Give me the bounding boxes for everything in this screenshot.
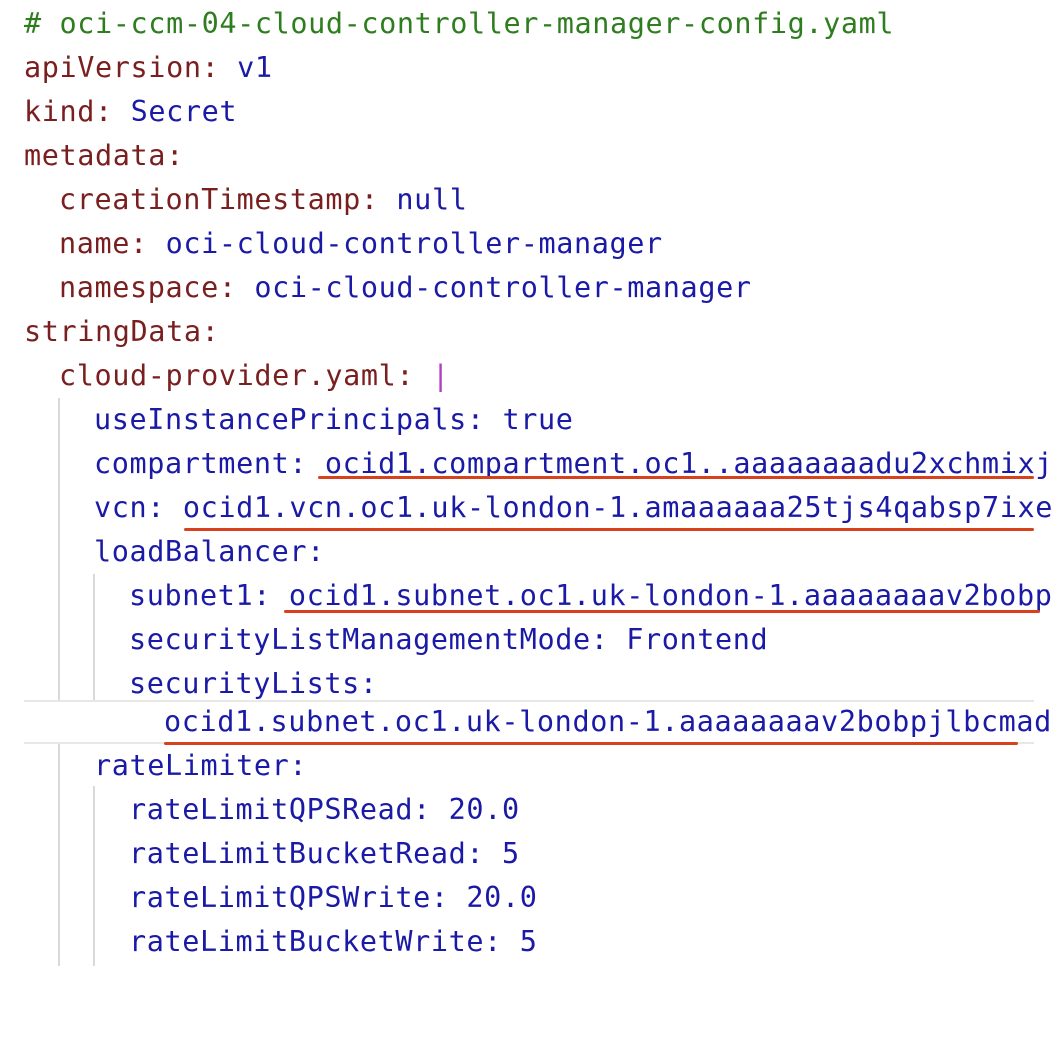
yaml-value: 20.0 (448, 793, 520, 826)
yaml-key: securityLists: (129, 667, 378, 700)
code-line[interactable]: kind: Secret (0, 90, 1064, 134)
highlight-underline (184, 528, 1034, 531)
yaml-key: stringData: (24, 315, 220, 348)
vcn-ocid-value: ocid1.vcn.oc1.uk-london-1.amaaaaaa25tjs4… (182, 491, 1053, 524)
yaml-key: rateLimitBucketRead: (129, 837, 485, 870)
yaml-key: metadata: (24, 139, 184, 172)
yaml-key: rateLimitQPSRead: (129, 793, 431, 826)
indent-guide (93, 574, 95, 706)
yaml-key: kind: (24, 95, 113, 128)
code-line[interactable]: loadBalancer: (0, 530, 1064, 574)
highlight-underline (164, 742, 1018, 745)
yaml-key: apiVersion: (24, 51, 220, 84)
yaml-value: Secret (130, 95, 238, 128)
yaml-key: vcn: (94, 491, 166, 524)
yaml-key: useInstancePrincipals: (94, 403, 485, 436)
code-line[interactable]: metadata: (0, 134, 1064, 178)
code-line[interactable]: rateLimitQPSRead: 20.0 (0, 788, 1064, 832)
highlight-underline (318, 476, 1034, 479)
code-line[interactable]: apiVersion: v1 (0, 46, 1064, 90)
yaml-value: Frontend (626, 623, 769, 656)
yaml-value: 20.0 (466, 881, 538, 914)
code-line-comment[interactable]: # oci-ccm-04-cloud-controller-manager-co… (0, 2, 1064, 46)
yaml-key: namespace: (59, 271, 237, 304)
yaml-key: securityListManagementMode: (129, 623, 609, 656)
yaml-key: compartment: (94, 447, 308, 480)
yaml-value: oci-cloud-controller-manager (165, 227, 663, 260)
yaml-value: 5 (501, 837, 520, 870)
security-list-ocid-value: ocid1.subnet.oc1.uk-london-1.aaaaaaaav2b… (164, 705, 1052, 738)
code-line[interactable]: subnet1: ocid1.subnet.oc1.uk-london-1.aa… (0, 574, 1064, 618)
indent-guide (58, 398, 60, 966)
highlight-underline (284, 610, 1040, 613)
code-editor[interactable]: # oci-ccm-04-cloud-controller-manager-co… (0, 0, 1064, 966)
yaml-value: v1 (237, 51, 273, 84)
yaml-key: rateLimitBucketWrite: (129, 925, 502, 958)
yaml-value: oci-cloud-controller-manager (254, 271, 752, 304)
indent-guide (93, 786, 95, 966)
compartment-ocid-value: ocid1.compartment.oc1..aaaaaaaadu2xchmix… (324, 447, 1053, 480)
yaml-key: name: (59, 227, 148, 260)
yaml-key: creationTimestamp: (59, 183, 379, 216)
block-scalar-indicator: | (431, 359, 450, 392)
yaml-comment: # oci-ccm-04-cloud-controller-manager-co… (24, 7, 895, 40)
code-line[interactable]: rateLimitBucketRead: 5 (0, 832, 1064, 876)
code-line[interactable]: name: oci-cloud-controller-manager (0, 222, 1064, 266)
yaml-key: loadBalancer: (94, 535, 325, 568)
code-line[interactable]: rateLimitQPSWrite: 20.0 (0, 876, 1064, 920)
yaml-key: rateLimitQPSWrite: (129, 881, 449, 914)
yaml-key: cloud-provider.yaml: (59, 359, 415, 392)
code-line[interactable]: namespace: oci-cloud-controller-manager (0, 266, 1064, 310)
code-line[interactable]: creationTimestamp: null (0, 178, 1064, 222)
yaml-value: null (396, 183, 468, 216)
yaml-value: 5 (519, 925, 538, 958)
code-line[interactable]: compartment: ocid1.compartment.oc1..aaaa… (0, 442, 1064, 486)
code-line-current[interactable]: ocid1.subnet.oc1.uk-london-1.aaaaaaaav2b… (24, 700, 1051, 744)
code-line[interactable]: stringData: (0, 310, 1064, 354)
code-line[interactable]: vcn: ocid1.vcn.oc1.uk-london-1.amaaaaaa2… (0, 486, 1064, 530)
subnet1-ocid-value: ocid1.subnet.oc1.uk-london-1.aaaaaaaav2b… (288, 579, 1053, 612)
code-line[interactable]: useInstancePrincipals: true (0, 398, 1064, 442)
code-line[interactable]: rateLimiter: (0, 744, 1064, 788)
yaml-value: true (502, 403, 574, 436)
yaml-key: rateLimiter: (94, 749, 308, 782)
yaml-key: subnet1: (129, 579, 272, 612)
code-line[interactable]: securityListManagementMode: Frontend (0, 618, 1064, 662)
code-line[interactable]: rateLimitBucketWrite: 5 (0, 920, 1064, 964)
code-line[interactable]: securityLists: (0, 662, 1064, 706)
code-line[interactable]: cloud-provider.yaml: | (0, 354, 1064, 398)
